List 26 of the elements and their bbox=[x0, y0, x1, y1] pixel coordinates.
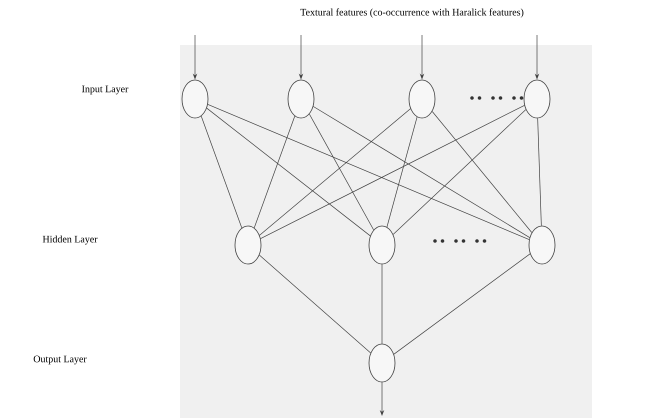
connection-line bbox=[394, 253, 530, 355]
connection-line bbox=[309, 114, 374, 230]
connection-line bbox=[208, 104, 530, 240]
connection-line bbox=[254, 116, 296, 228]
neuron-circle bbox=[368, 344, 396, 382]
layer-label: Hidden Layer bbox=[42, 235, 98, 245]
title: Textural features (co-occurrence with Haralick features) bbox=[300, 8, 524, 18]
connection-line bbox=[537, 118, 542, 226]
neuron-circle bbox=[368, 226, 396, 264]
connection-line bbox=[206, 108, 371, 236]
neuron-circle bbox=[528, 226, 556, 264]
connection-line bbox=[259, 108, 411, 236]
connection-line bbox=[386, 116, 418, 228]
layer-label: Output Layer bbox=[34, 356, 87, 364]
neuron-circle bbox=[234, 226, 262, 264]
neuron-circle bbox=[408, 80, 436, 118]
connection-line bbox=[200, 116, 242, 228]
neuron-circle bbox=[288, 80, 314, 118]
neuron-circle bbox=[182, 80, 208, 118]
connection-line bbox=[392, 109, 526, 235]
connection-line bbox=[259, 254, 371, 354]
connection-line bbox=[432, 111, 532, 233]
connection-line bbox=[313, 106, 530, 238]
connection-line bbox=[260, 105, 525, 239]
layer-label: Input Layer bbox=[82, 86, 128, 94]
neuron-circle bbox=[524, 80, 550, 118]
